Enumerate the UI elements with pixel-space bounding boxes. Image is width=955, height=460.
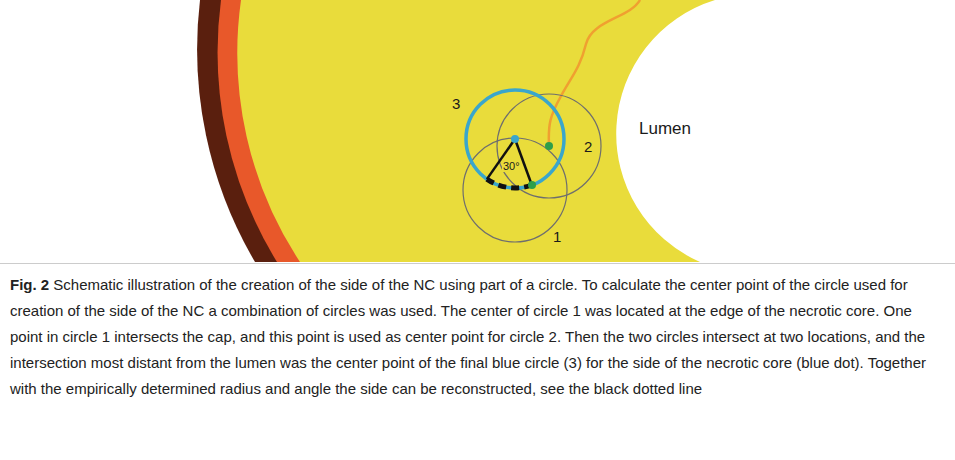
caption-body: Schematic illustration of the creation o… — [10, 276, 926, 397]
caption-lead: Fig. 2 — [10, 276, 49, 293]
circle-one — [463, 138, 567, 242]
center-dot — [511, 135, 519, 143]
figure-caption: Fig. 2 Schematic illustration of the cre… — [10, 272, 940, 402]
separator-rule — [0, 263, 955, 264]
circle-number: 3 — [451, 96, 461, 113]
blue-circle — [466, 90, 564, 188]
intersection-dot — [528, 181, 536, 189]
dotted-side-arc — [487, 179, 532, 188]
circle-two — [497, 94, 601, 198]
circle-number: 2 — [583, 139, 593, 156]
circle-number: 1 — [552, 229, 562, 246]
artery-illustration — [0, 0, 955, 264]
region-label: Lumen — [638, 120, 692, 139]
angle-label: 30° — [502, 160, 521, 172]
intersection-dot — [545, 142, 553, 150]
plaque-region — [237, 0, 715, 262]
